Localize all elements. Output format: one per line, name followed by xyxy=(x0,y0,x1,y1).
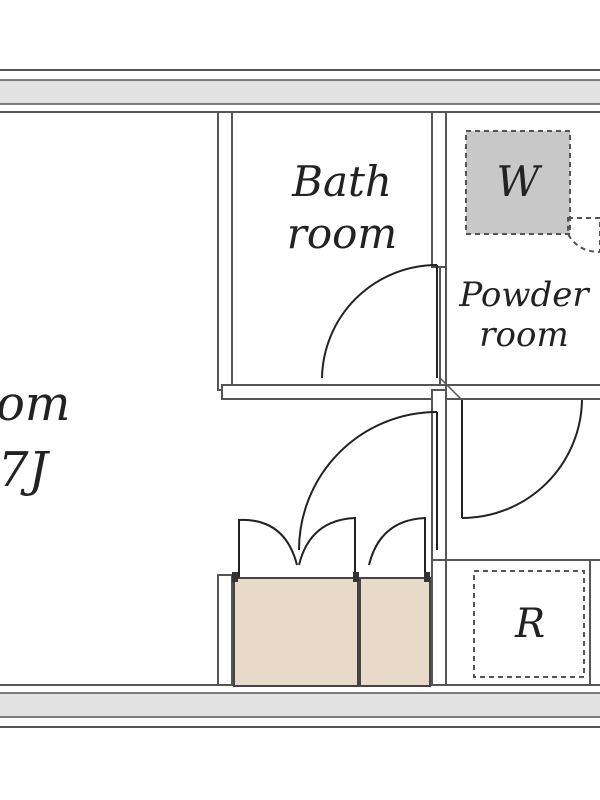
refrigerator: R xyxy=(473,570,585,678)
powder-room-label-line2: room xyxy=(479,315,568,355)
sink-outline xyxy=(567,217,600,254)
hall-door xyxy=(298,411,438,551)
fridge-area-walls xyxy=(445,559,600,686)
bottom-exterior-wall xyxy=(0,684,600,728)
closet-doors xyxy=(238,516,426,578)
washer: W xyxy=(465,130,571,235)
partition-wall-bath-powder xyxy=(431,111,447,686)
bath-door xyxy=(321,264,438,379)
top-exterior-wall xyxy=(0,69,600,113)
main-room-size-label: 7J xyxy=(0,442,51,498)
powder-room-walls xyxy=(439,111,600,401)
powder-room-door xyxy=(461,399,583,519)
powder-room-label-line1: Powder xyxy=(458,275,590,315)
main-room-label: om xyxy=(0,376,70,432)
refrigerator-label: R xyxy=(514,601,545,647)
bath-room-label-line1: Bath xyxy=(291,157,392,206)
bath-room-label-line2: room xyxy=(287,209,397,258)
closet-cabinets xyxy=(232,572,431,687)
washer-label: W xyxy=(496,157,543,206)
